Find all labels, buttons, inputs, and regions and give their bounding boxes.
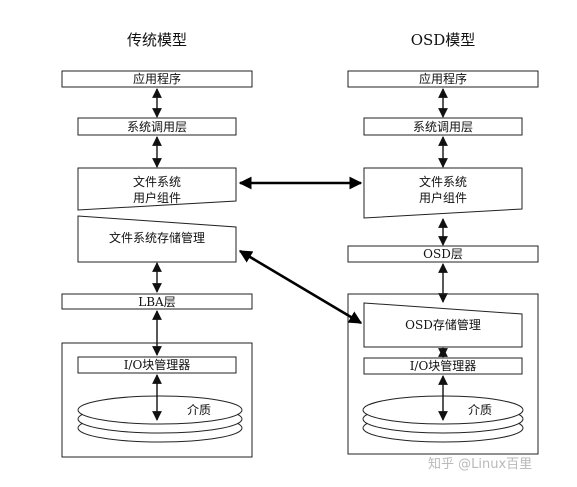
left-application-layer	[61, 70, 253, 88]
right-osd-storage-management	[363, 302, 523, 348]
osd-model: 应用程序 系统调用层 文件系统 用户组件 OSD层 OSD存储管理 I/O块管理…	[347, 70, 539, 455]
left-media-disk-stack	[77, 395, 243, 443]
left-block-manager	[77, 356, 237, 374]
left-fs-storage-management	[77, 215, 237, 263]
right-osd-device-frame	[347, 293, 539, 455]
right-syscall-layer	[363, 117, 523, 136]
left-fs-storage-label: 文件系统存储管理	[109, 230, 205, 245]
right-application-layer	[347, 70, 539, 88]
right-osd-storage-label: OSD存储管理	[405, 317, 481, 332]
traditional-model: 应用程序 系统调用层 文件系统 用户组件 文件系统存储管理 LBA层 I/O块管…	[61, 70, 253, 458]
left-application-label: 应用程序	[133, 71, 181, 86]
right-media-label: 介质	[468, 403, 492, 417]
left-fs-user-label-line1: 文件系统	[133, 174, 181, 189]
traditional-model-title: 传统模型	[127, 31, 187, 49]
right-syscall-label: 系统调用层	[413, 120, 473, 134]
right-application-label: 应用程序	[419, 71, 467, 86]
watermark-text: 知乎 @Linux百里	[428, 456, 532, 472]
right-block-manager-label: I/O块管理器	[410, 358, 477, 373]
left-fs-user-label-line2: 用户组件	[133, 190, 181, 205]
left-syscall-label: 系统调用层	[127, 120, 187, 134]
right-fs-user-label-line2: 用户组件	[419, 190, 467, 205]
storage-mapping-arrow	[238, 249, 363, 325]
left-disk-platter-1	[77, 395, 243, 425]
right-osd-layer-label: OSD层	[423, 247, 463, 261]
left-syscall-layer	[77, 117, 237, 136]
left-media-label: 介质	[187, 403, 211, 417]
osd-model-title: OSD模型	[411, 31, 476, 49]
left-block-manager-label: I/O块管理器	[124, 357, 191, 372]
right-block-manager	[363, 357, 523, 375]
left-lba-label: LBA层	[138, 295, 175, 309]
right-fs-user-component	[363, 167, 523, 219]
left-fs-user-component	[77, 167, 237, 211]
left-device-frame	[61, 342, 253, 458]
right-fs-user-label-line1: 文件系统	[419, 174, 467, 189]
